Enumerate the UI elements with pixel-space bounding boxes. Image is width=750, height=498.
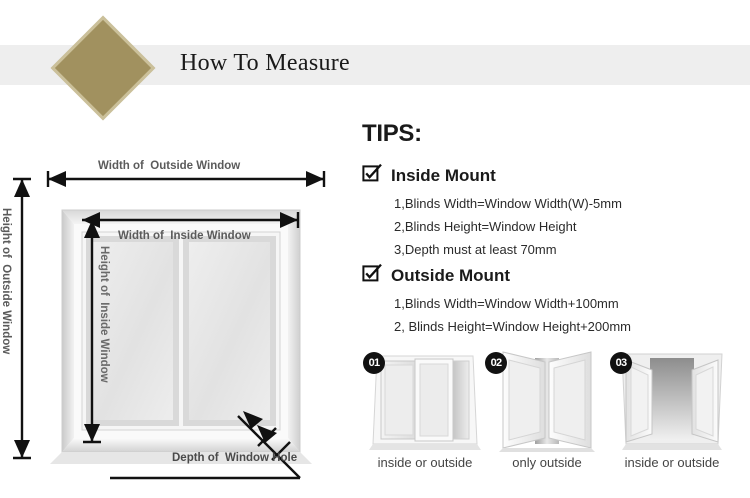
checkbox-checked-icon [362, 163, 382, 188]
tip-line: 1,Blinds Width=Window Width+100mm [394, 296, 619, 311]
label-height-inside-window: Height of Inside Window [98, 246, 110, 383]
tip-heading-text: Outside Mount [391, 265, 510, 285]
example-item-03: 03 inside or outside [610, 348, 732, 470]
depth-indicator [110, 415, 301, 480]
label-depth-of-window-hole: Depth of Window Hole [172, 452, 298, 464]
tip-section-inside-mount: Inside Mount 1,Blinds Width=Window Width… [362, 163, 622, 257]
page-title: How To Measure [179, 50, 351, 76]
outward-casement-window-icon [621, 353, 723, 450]
dimension-lines [13, 171, 326, 460]
label-width-outside-window: Width of Outside Window [98, 160, 241, 172]
example-badge: 01 [363, 352, 385, 374]
example-artwork: 02 [485, 348, 607, 453]
tip-heading-row: Inside Mount [362, 163, 622, 188]
label-height-outside-window: Height of Outside Window [0, 208, 12, 355]
dimension-arrowheads [14, 171, 324, 458]
example-caption: only outside [512, 455, 582, 470]
tip-line: 2,Blinds Height=Window Height [394, 219, 577, 234]
header-diamond-icon [50, 15, 156, 121]
depth-arrowheads [243, 411, 277, 443]
example-caption: inside or outside [624, 455, 720, 470]
example-artwork: 01 [363, 348, 485, 453]
tip-heading-text: Inside Mount [391, 165, 496, 185]
tip-line: 2, Blinds Height=Window Height+200mm [394, 319, 632, 334]
example-badge: 03 [610, 352, 632, 374]
measurement-diagram: Width of Outside Window Width of Inside … [0, 148, 360, 498]
tip-line: 3,Depth must at least 70mm [394, 242, 557, 257]
tip-heading-row: Outside Mount [362, 263, 631, 288]
tip-line: 1,Blinds Width=Window Width(W)-5mm [394, 196, 622, 211]
example-item-01: 01 inside or outside [363, 348, 485, 470]
inward-folding-window-icon [499, 351, 595, 452]
window-frame-graphic [50, 209, 312, 464]
window-diagram-svg [13, 171, 326, 480]
checkbox-checked-icon [362, 263, 382, 288]
tips-heading: TIPS: [362, 120, 422, 147]
example-item-02: 02 only outside [485, 348, 607, 470]
example-caption: inside or outside [377, 455, 473, 470]
label-width-inside-window: Width of Inside Window [118, 230, 251, 242]
example-badge: 02 [485, 352, 507, 374]
tip-section-outside-mount: Outside Mount 1,Blinds Width=Window Widt… [362, 263, 631, 334]
sliding-window-icon [369, 355, 481, 450]
example-artwork: 03 [610, 348, 732, 453]
